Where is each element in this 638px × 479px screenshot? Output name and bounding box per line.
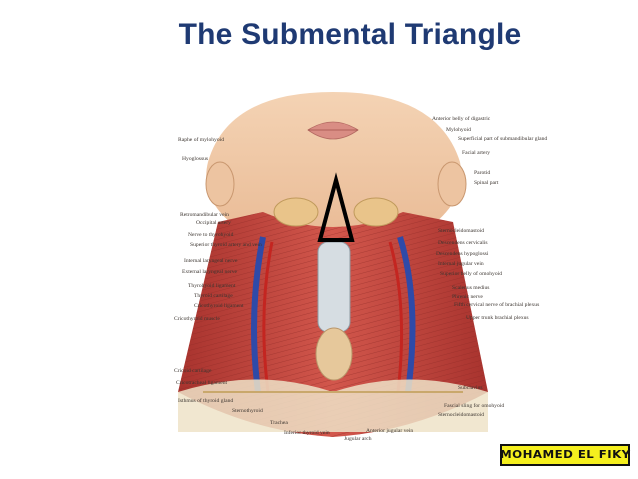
- label-right: Anterior jugular vein: [366, 428, 414, 434]
- left-ear: [205, 161, 235, 207]
- label-left: Cricothyroid muscle: [174, 316, 220, 322]
- author-credit-text: MOHAMED EL FIKY: [499, 449, 631, 461]
- label-right: Superior belly of omohyoid: [440, 271, 502, 277]
- author-credit-badge: MOHAMED EL FIKY: [500, 444, 630, 466]
- label-right: Upper trunk brachial plexus: [466, 315, 529, 321]
- label-right: Internal jugular vein: [438, 261, 484, 267]
- right-ear: [437, 161, 467, 207]
- right-artery: [388, 241, 404, 393]
- label-left: Internal laryngeal nerve: [184, 258, 238, 264]
- label-left: Jugular arch: [344, 436, 372, 442]
- label-right: Descendens cervicalis: [438, 240, 488, 246]
- label-left: Inferior thyroid vein: [284, 430, 330, 436]
- label-left: Cricoid cartilage: [174, 368, 212, 374]
- label-right: Sternocleidomastoid: [438, 412, 484, 418]
- left-submandibular-gland: [273, 197, 319, 227]
- label-right: Parotid: [474, 170, 491, 176]
- label-right: Subclavius: [458, 385, 483, 391]
- thyroid-gland: [315, 327, 353, 381]
- label-left: Superior thyroid artery and vein: [190, 242, 262, 248]
- neck-anatomy-illustration: [178, 92, 488, 437]
- label-right: Anterior belly of digastric: [432, 116, 491, 122]
- label-left: Isthmus of thyroid gland: [178, 398, 234, 404]
- label-right: Scalenus medius: [452, 285, 490, 291]
- label-left: Sternothyroid: [232, 408, 263, 414]
- label-right: Phrenic nerve: [452, 294, 483, 300]
- label-left: Thyroid cartilage: [194, 293, 233, 299]
- label-left: Retromandibular vein: [180, 212, 229, 218]
- left-artery: [262, 241, 274, 393]
- label-left: Hyoglossus: [182, 156, 209, 162]
- label-left: Cricotracheal ligament: [176, 380, 228, 386]
- label-left: Nerve to thyrohyoid: [188, 232, 234, 238]
- larynx: [317, 241, 351, 333]
- right-jugular-vein: [397, 236, 416, 393]
- label-left: Trachea: [270, 420, 288, 426]
- label-left: Raphe of mylohyoid: [178, 137, 224, 143]
- label-right: Spinal part: [474, 180, 499, 186]
- submental-triangle-marker: [317, 172, 355, 242]
- label-left: Thyrohyoid ligament: [188, 283, 236, 289]
- label-left: Cricothyroid ligament: [194, 303, 244, 309]
- label-left: External laryngeal nerve: [182, 269, 237, 275]
- label-right: Fascial sling for omohyoid: [444, 403, 505, 409]
- label-right: Descendens hypoglossi: [436, 251, 489, 257]
- label-right: Sternocleidomastoid: [438, 228, 484, 234]
- label-right: Facial artery: [462, 150, 491, 156]
- right-submandibular-gland: [353, 197, 399, 227]
- label-left: Occipital artery: [196, 220, 231, 226]
- left-jugular-vein: [251, 236, 266, 393]
- slide-title: The Submental Triangle: [178, 18, 522, 51]
- label-right: Mylohyoid: [446, 127, 471, 133]
- label-right: Fifth cervical nerve of brachial plexus: [454, 302, 540, 308]
- label-right: Superficial part of submandibular gland: [458, 136, 548, 142]
